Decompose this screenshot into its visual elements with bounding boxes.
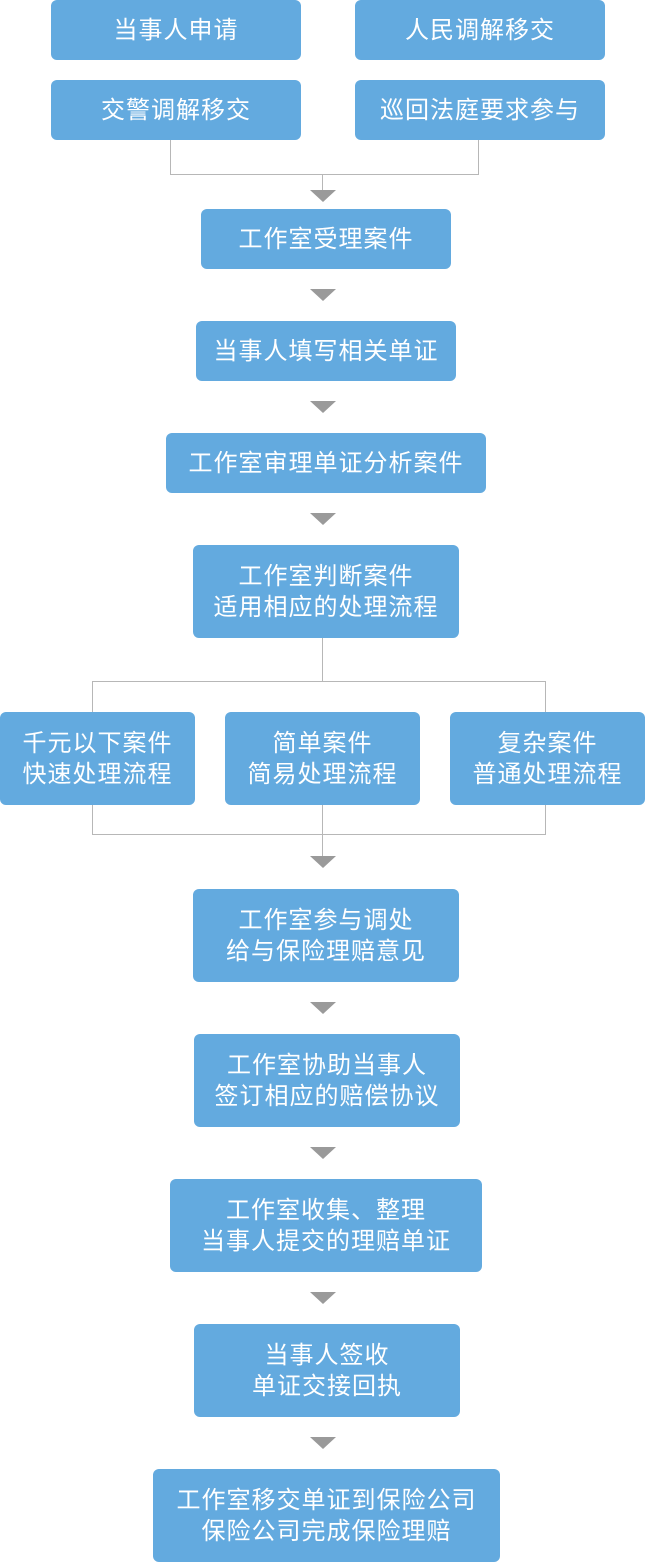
arrow-down-icon — [310, 1002, 336, 1014]
node-label: 当事人填写相关单证 — [213, 336, 439, 365]
node-label-line-1: 简单案件 — [272, 728, 373, 757]
node-label-line-2: 签订相应的赔偿协议 — [214, 1081, 440, 1110]
node-label-line-2: 保险公司完成保险理赔 — [201, 1516, 452, 1545]
node-label-line-1: 工作室移交单证到保险公司 — [176, 1485, 477, 1514]
node-label-line-2: 快速处理流程 — [22, 759, 173, 788]
arrow-down-icon — [310, 289, 336, 301]
node-label-line-2: 简易处理流程 — [247, 759, 398, 788]
connector-line — [170, 140, 171, 175]
connector-line — [545, 805, 546, 835]
connector-line — [170, 174, 479, 175]
step-sign-receipt: 当事人签收 单证交接回执 — [194, 1324, 460, 1417]
source-node-mediation: 人民调解移交 — [355, 0, 605, 60]
connector-line — [92, 834, 546, 835]
node-label-line-1: 千元以下案件 — [22, 728, 173, 757]
step-sign-agreement: 工作室协助当事人 签订相应的赔偿协议 — [194, 1034, 460, 1127]
arrow-down-icon — [310, 190, 336, 202]
node-label: 交警调解移交 — [101, 95, 251, 124]
node-label-line-2: 单证交接回执 — [252, 1371, 402, 1400]
step-review-documents: 工作室审理单证分析案件 — [166, 433, 486, 493]
step-mediation-opinion: 工作室参与调处 给与保险理赔意见 — [193, 889, 459, 982]
connector-line — [322, 638, 323, 682]
connector-line — [92, 805, 93, 835]
branch-fast-process: 千元以下案件 快速处理流程 — [0, 712, 195, 805]
node-label-line-1: 工作室协助当事人 — [227, 1050, 427, 1079]
node-label-line-2: 给与保险理赔意见 — [226, 936, 426, 965]
node-label-line-1: 工作室参与调处 — [238, 905, 414, 934]
arrow-down-icon — [310, 1437, 336, 1449]
node-label-line-1: 当事人签收 — [264, 1340, 390, 1369]
branch-ordinary-process: 复杂案件 普通处理流程 — [450, 712, 645, 805]
arrow-down-icon — [310, 1292, 336, 1304]
step-collect-documents: 工作室收集、整理 当事人提交的理赔单证 — [170, 1179, 482, 1272]
connector-line — [545, 681, 546, 712]
arrow-down-icon — [310, 856, 336, 868]
arrow-down-icon — [310, 1147, 336, 1159]
node-label: 当事人申请 — [113, 15, 239, 44]
step-accept-case: 工作室受理案件 — [201, 209, 451, 269]
node-label-line-2: 适用相应的处理流程 — [213, 592, 439, 621]
node-label: 工作室受理案件 — [238, 224, 414, 253]
connector-line — [322, 174, 323, 190]
node-label: 巡回法庭要求参与 — [380, 95, 580, 124]
node-label-line-1: 复杂案件 — [497, 728, 598, 757]
node-label-line-1: 工作室收集、整理 — [226, 1195, 426, 1224]
node-label: 工作室审理单证分析案件 — [188, 448, 464, 477]
node-label-line-2: 当事人提交的理赔单证 — [201, 1226, 451, 1255]
branch-simple-process: 简单案件 简易处理流程 — [225, 712, 420, 805]
node-label-line-2: 普通处理流程 — [472, 759, 623, 788]
step-transfer-to-insurer: 工作室移交单证到保险公司 保险公司完成保险理赔 — [153, 1469, 500, 1562]
source-node-traffic-police: 交警调解移交 — [51, 80, 301, 140]
node-label: 人民调解移交 — [405, 15, 555, 44]
connector-line — [322, 805, 323, 856]
connector-line — [92, 681, 546, 682]
arrow-down-icon — [310, 513, 336, 525]
source-node-applicant: 当事人申请 — [51, 0, 301, 60]
node-label-line-1: 工作室判断案件 — [238, 561, 414, 590]
step-fill-documents: 当事人填写相关单证 — [196, 321, 456, 381]
connector-line — [92, 681, 93, 712]
source-node-circuit-court: 巡回法庭要求参与 — [355, 80, 605, 140]
arrow-down-icon — [310, 401, 336, 413]
connector-line — [478, 140, 479, 175]
step-judge-case: 工作室判断案件 适用相应的处理流程 — [193, 545, 459, 638]
